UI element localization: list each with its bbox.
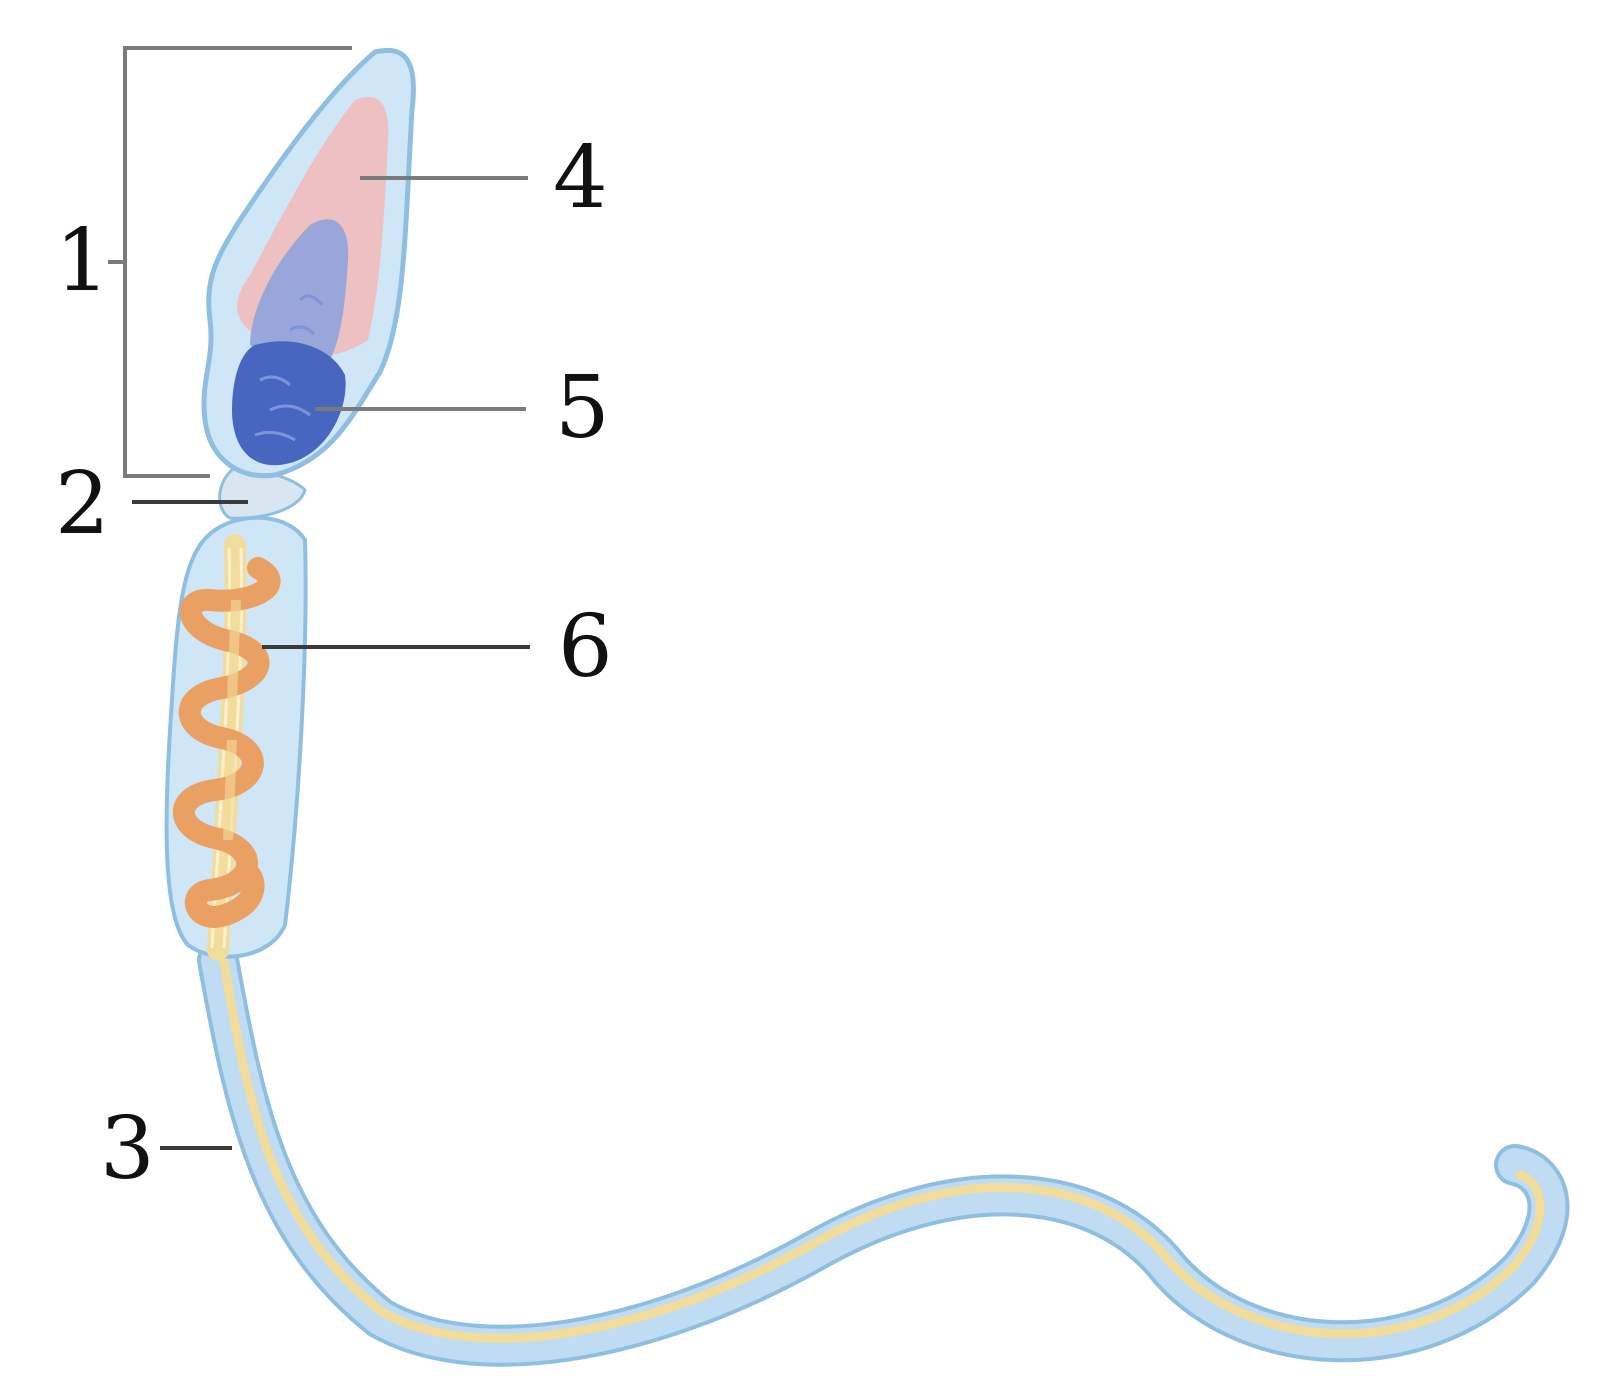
tail-sheath: [218, 960, 1549, 1346]
label-1: 1: [55, 211, 110, 311]
tail: [218, 950, 1549, 1346]
label-3: 3: [100, 1099, 155, 1199]
head: [204, 50, 413, 475]
tail-sheath-inner: [218, 960, 1549, 1346]
label-6: 6: [558, 597, 613, 697]
label-5: 5: [555, 358, 610, 458]
midpiece: [167, 518, 306, 957]
label-2: 2: [55, 454, 110, 554]
tail-axoneme: [222, 950, 1540, 1338]
label-4: 4: [553, 128, 608, 228]
